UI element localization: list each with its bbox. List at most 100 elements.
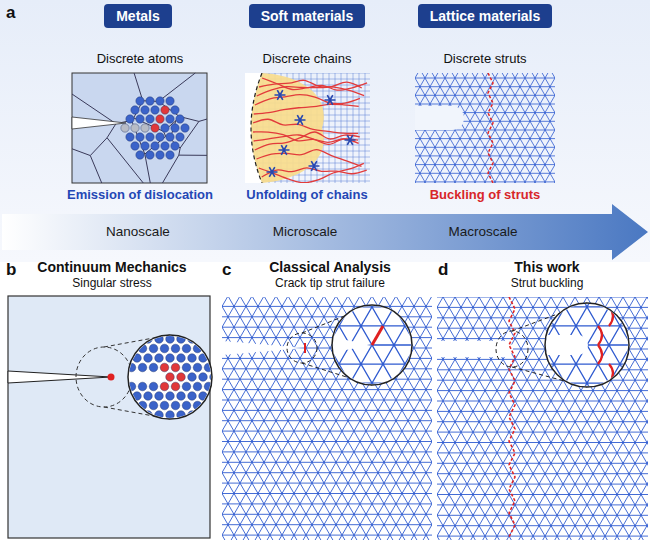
polymer-chain — [255, 95, 360, 105]
atom — [156, 133, 164, 141]
atom — [160, 401, 169, 410]
atom — [210, 392, 219, 401]
atom — [138, 325, 147, 334]
blunt-crack — [544, 335, 588, 355]
atom — [160, 325, 169, 334]
atom — [100, 354, 109, 363]
atom — [151, 142, 159, 150]
subheading: Discrete struts — [443, 52, 526, 67]
atom — [122, 411, 131, 420]
atom — [160, 363, 169, 372]
atom — [188, 354, 197, 363]
zoom-circle — [545, 303, 629, 387]
crack — [330, 337, 372, 353]
lattice-field — [222, 297, 432, 540]
atom — [141, 142, 149, 150]
atom — [161, 124, 169, 132]
failed-strut — [304, 343, 306, 353]
polymer-chain — [253, 119, 358, 133]
crosslink — [325, 95, 336, 105]
grain-region — [72, 73, 207, 183]
material-header: Metals — [104, 4, 172, 28]
panel-letter: a — [6, 3, 15, 23]
atom — [138, 420, 147, 429]
atom — [210, 335, 219, 344]
polymer-chain — [255, 132, 360, 150]
atom — [121, 124, 129, 132]
atom — [136, 133, 144, 141]
atom — [136, 115, 144, 123]
material-header: Lattice materials — [418, 4, 553, 28]
lattice — [437, 297, 648, 540]
atom — [126, 133, 134, 141]
atom — [182, 325, 191, 334]
atom — [146, 97, 154, 105]
polymer-chain — [257, 82, 362, 96]
atom — [160, 382, 169, 391]
scale-text: Macroscale — [448, 224, 517, 240]
atom — [156, 97, 164, 105]
lattice-field — [437, 297, 648, 540]
atom — [188, 373, 197, 382]
zoom-circle — [332, 305, 412, 385]
zoom-region — [287, 333, 317, 363]
atom — [171, 382, 180, 391]
crack — [72, 117, 126, 129]
panel-background — [0, 0, 650, 262]
atom — [105, 363, 114, 372]
atom — [133, 335, 142, 344]
zoom-region — [496, 331, 528, 367]
atom — [210, 354, 219, 363]
scale-band: NanoscaleMicroscaleMacroscale — [2, 214, 612, 250]
crosslink — [345, 135, 356, 145]
crack-front — [251, 73, 262, 183]
mechanism-label: Emission of dislocation — [67, 188, 213, 203]
zoom-content — [445, 195, 650, 496]
atom — [166, 151, 174, 159]
atom — [127, 401, 136, 410]
atom — [171, 325, 180, 334]
atom — [149, 325, 158, 334]
atom — [210, 411, 219, 420]
blunt-crack — [437, 341, 513, 357]
atom — [111, 354, 120, 363]
panel-letter: b — [6, 260, 16, 280]
header-text: Lattice materials — [430, 8, 541, 24]
grain-boundaries — [72, 73, 207, 183]
crack — [8, 371, 111, 383]
atom — [161, 142, 169, 150]
notch — [415, 106, 464, 130]
atom — [171, 142, 179, 150]
panel-letter: c — [222, 260, 231, 280]
atom — [136, 151, 144, 159]
atom — [116, 363, 125, 372]
mechanism-label: Buckling of struts — [430, 188, 541, 203]
crosslink — [275, 90, 286, 100]
lattice — [415, 73, 555, 183]
atom — [193, 325, 202, 334]
atom — [149, 401, 158, 410]
zoom-region — [76, 347, 132, 407]
atom — [204, 420, 213, 429]
mechanism-label: Unfolding of chains — [246, 188, 367, 203]
atom — [136, 97, 144, 105]
polymer-chain — [262, 168, 367, 177]
header-text: Soft materials — [261, 8, 354, 24]
atom — [131, 142, 139, 150]
atom — [171, 401, 180, 410]
polymer-chain — [256, 150, 361, 167]
panel-subtitle: Singular stress — [72, 277, 151, 291]
atom — [144, 354, 153, 363]
atom — [177, 392, 186, 401]
subheading: Discrete chains — [263, 52, 352, 67]
classical-illustration — [6, 57, 648, 545]
atom — [127, 325, 136, 334]
zoom-circle — [128, 335, 212, 419]
atom — [122, 335, 131, 344]
atom — [166, 392, 175, 401]
atom — [182, 344, 191, 353]
panel-subtitle: Strut buckling — [511, 277, 584, 291]
atom — [105, 420, 114, 429]
panel-letter: d — [438, 260, 448, 280]
atom — [199, 335, 208, 344]
